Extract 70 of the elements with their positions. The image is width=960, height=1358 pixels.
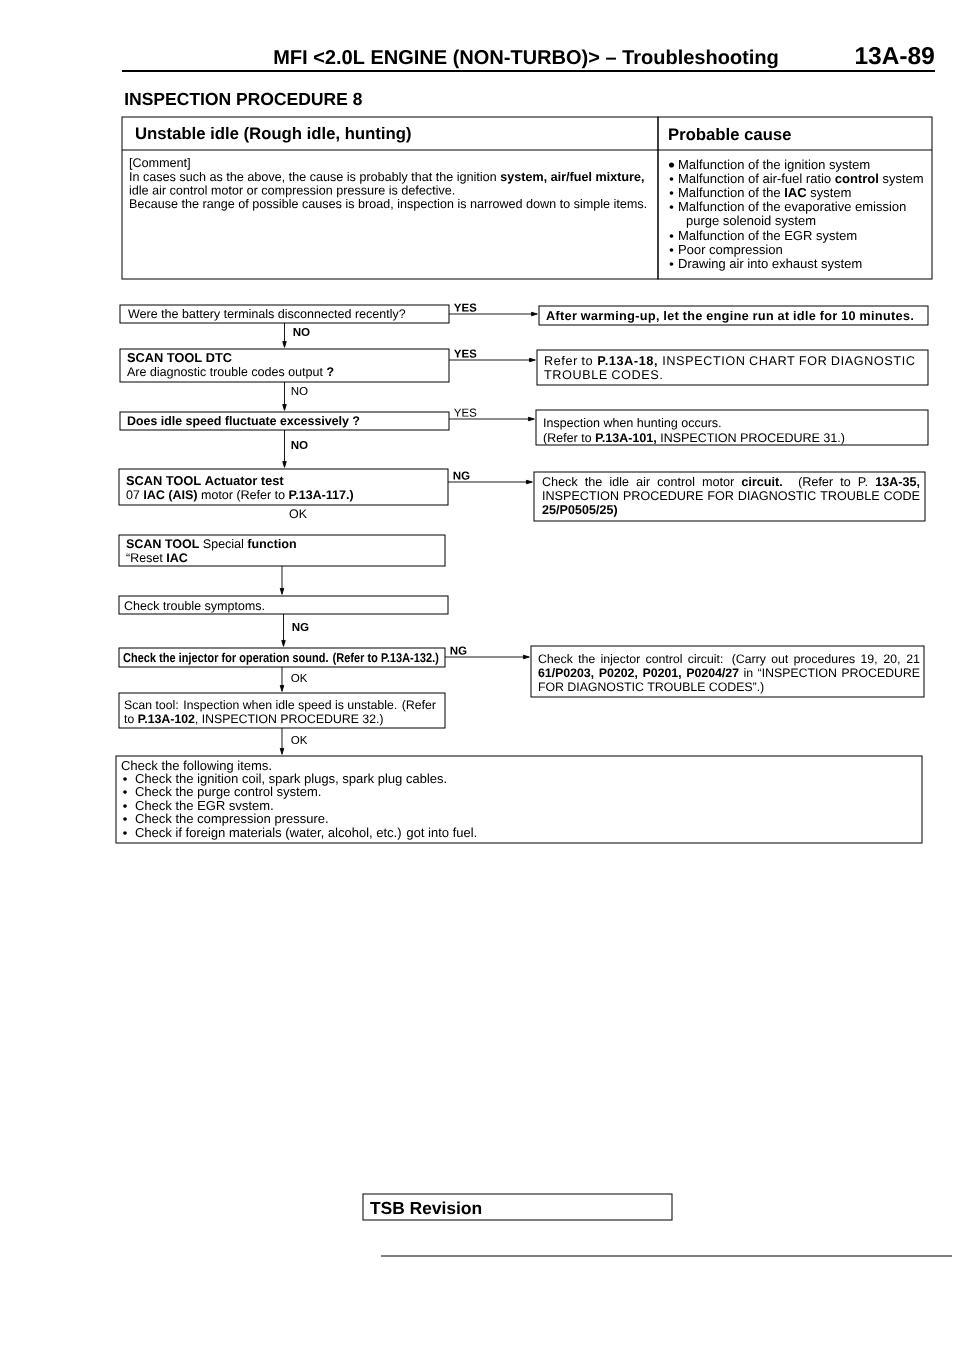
arrow [448, 416, 535, 422]
box-heading: SCAN TOOL DTC [127, 353, 232, 363]
list-item: Malfunction of the EGR system [679, 230, 857, 243]
branch-label: OK [289, 509, 307, 519]
box-text: “Reset IAC [126, 553, 188, 563]
list-item: Check the compression pressure. [135, 813, 328, 826]
cell-heading: Unstable idle (Rough idle, hunting) [136, 126, 411, 143]
list-item: Malfunction of the IAC system [679, 187, 851, 200]
arrow [282, 322, 287, 348]
arrow [448, 357, 536, 363]
arrow [281, 613, 286, 647]
process-box: Refer to P.13A-18, INSPECTION CHART FOR DIAGNOSTIC TROUBLE CODES. [536, 349, 929, 386]
list-item: Check the EGR svstem. [135, 800, 273, 811]
arrow [444, 654, 530, 660]
list-item: Drawing air into exhaust system [679, 258, 862, 271]
page-header: MFI <2.0L ENGINE (NON-TURBO)> – Troubleshooting [274, 49, 778, 69]
edge-label: NO [290, 386, 309, 396]
process-box [535, 409, 929, 446]
box-text: Are diagnostic trouble codes output ? [127, 366, 334, 379]
edge-label: NG [291, 622, 310, 632]
edge-label: OK [290, 735, 308, 745]
list-item: Malfunction of the ignition system [679, 159, 870, 172]
arrow [448, 311, 538, 317]
table-cell [657, 116, 933, 280]
edge-label: NG [449, 645, 468, 656]
list-item: Malfunction of the evaporative emission purge solenoid system [679, 201, 906, 228]
arrow [279, 565, 285, 595]
process-box [118, 468, 449, 506]
arrow [447, 479, 533, 485]
arrow [279, 727, 285, 755]
box-text: Inspection when hunting occurs. [544, 417, 721, 430]
edge-label: YES [453, 302, 478, 313]
process-box: Does idle speed fluctuate excessively ? [119, 411, 450, 431]
process-box: Check trouble symptoms. [118, 595, 449, 615]
box-text: 07 IAC (AIS) motor (Refer to P.13A-117.) [126, 489, 353, 502]
arrow [279, 666, 285, 692]
edge-label: OK [290, 673, 308, 683]
box-heading: SCAN TOOL Actuator test [126, 476, 284, 486]
box-text: (Refer to P.13A-101, INSPECTION PROCEDURE 31.) [543, 432, 845, 445]
list-item: Poor compression [679, 244, 782, 257]
page-number: 13A-89 [856, 46, 934, 65]
edge-label: NO [292, 327, 311, 337]
box-heading: Check the following items. [121, 760, 271, 773]
edge-label: NO [290, 440, 309, 450]
list-item: Malfunction of air-fuel ratio control system [679, 173, 923, 186]
process-box: Scan tool: Inspection when idle speed is unstable. (Refer to P.13A-102, INSPECTION PROCEDURE 32.) [118, 692, 446, 729]
process-box: Were the battery terminals disconnected recently? [119, 304, 450, 324]
comment-text: In cases such as the above, the cause is probably that the ignition system, air/fuel mixture, idle air control motor or compression pressure is defective. [129, 171, 644, 198]
edge-label: NG [452, 470, 471, 481]
arrow [282, 381, 287, 411]
list-item: Check the ignition coil, spark plugs, spark plug cables. [135, 773, 446, 786]
process-box: After warming-up, let the engine run at idle for 10 minutes. [538, 305, 929, 326]
comment-label: [Comment] [129, 157, 190, 170]
process-box [119, 348, 450, 383]
process-box [118, 534, 446, 567]
cell-heading: Probable cause [669, 127, 791, 141]
edge-label: YES [453, 407, 478, 418]
process-box: Check the idle air control motor circuit. (Refer to P. 13A-35, INSPECTION PROCEDURE FOR DIAGNOSTIC TROUBLE CODE 25/P0505/25) [533, 471, 926, 522]
comment-text: Because the range of possible causes is broad, inspection is narrowed down to simple items. [130, 198, 647, 211]
checklist-box [115, 755, 923, 844]
edge-label: YES [453, 348, 478, 359]
list-item: Check the purge control system. [135, 786, 321, 799]
arrow [282, 429, 287, 468]
procedure-title: INSPECTION PROCEDURE 8 [125, 92, 362, 106]
process-box: Check the injector control circuit: (Carry out procedures 19, 20, 21 61/P0203, P0202, P0201, P0204/27 in “INSPECTION PROCEDURE FOR DIAGNOSTIC TROUBLE CODES”.) [530, 645, 925, 698]
footer-box: TSB Revision [362, 1193, 673, 1221]
list-item: Check if foreign materials (water, alcohol, etc.) got into fuel. [135, 827, 476, 840]
box-heading: SCAN TOOL Special function [126, 538, 296, 551]
table-cell [121, 116, 659, 280]
process-box: Check the injector for operation sound. (Refer to P.13A-132.) [118, 647, 446, 668]
